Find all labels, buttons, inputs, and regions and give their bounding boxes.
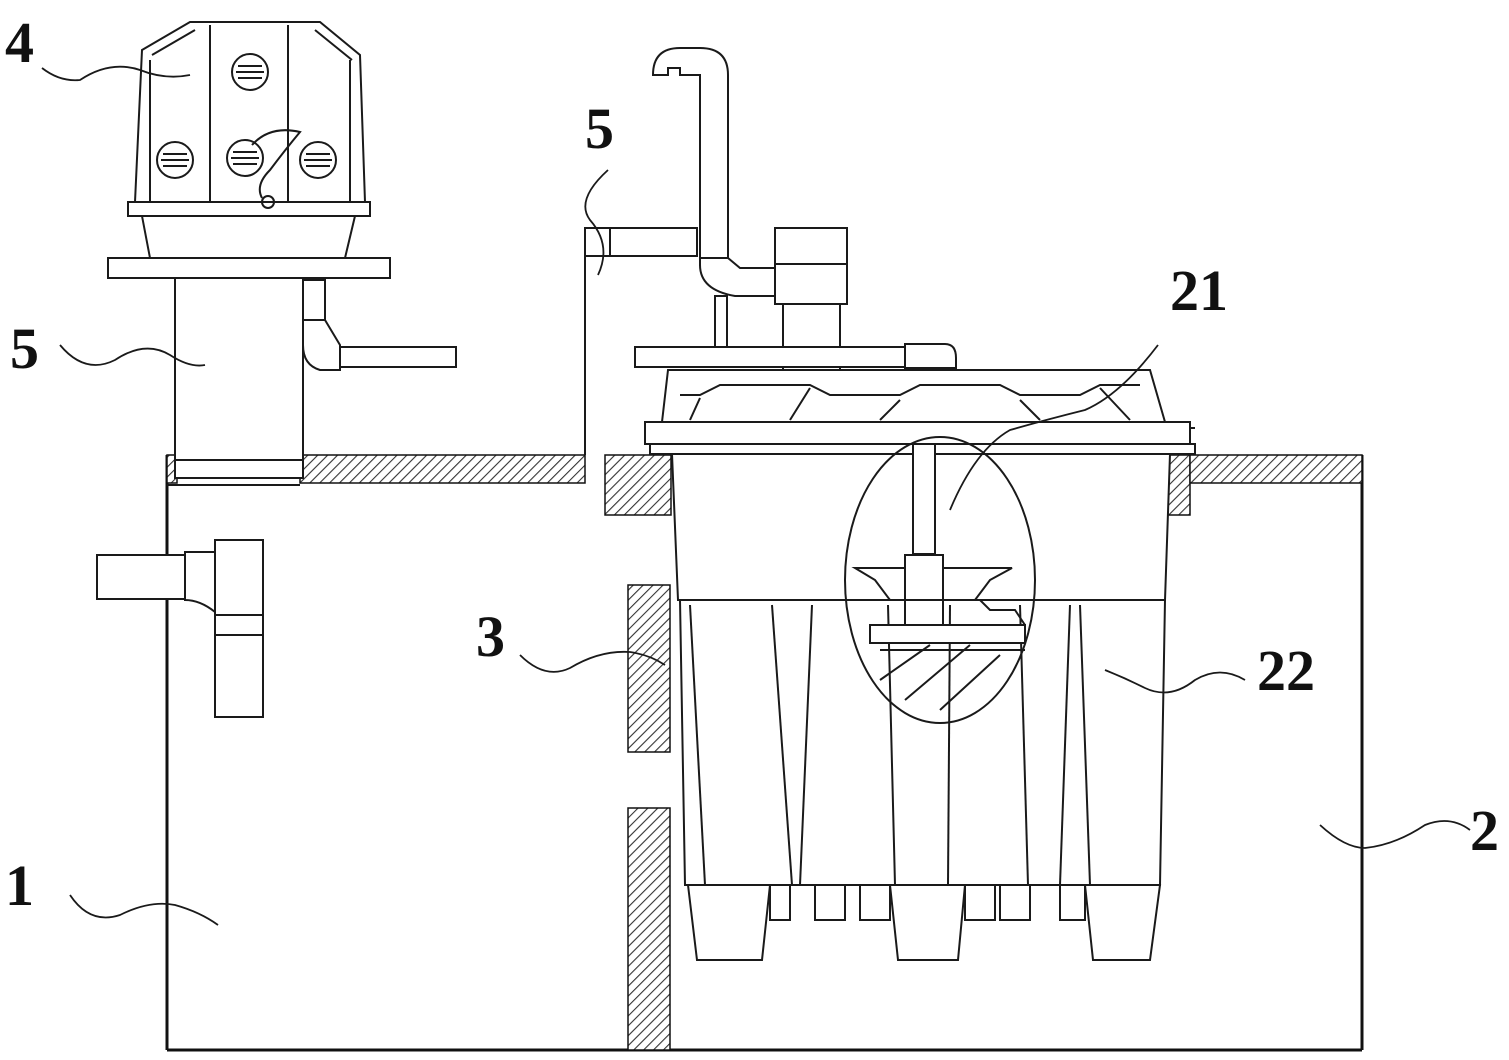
label-3-group: 3	[476, 604, 666, 673]
label-2-group: 2	[1319, 798, 1499, 863]
label-1-group: 1	[5, 853, 219, 926]
inlet-pipe	[96, 539, 264, 718]
label-right-riser: 5	[585, 96, 614, 161]
label-buffer-tank: 1	[5, 853, 34, 918]
label-module: 22	[1257, 638, 1315, 703]
label-22-group: 22	[1104, 638, 1315, 703]
label-treatment-tank: 2	[1470, 798, 1499, 863]
reactor	[644, 369, 1196, 961]
label-5-right-group: 5	[584, 96, 614, 276]
control-unit	[127, 21, 371, 259]
label-21-group: 21	[949, 258, 1228, 511]
left-riser	[107, 227, 457, 479]
label-partition: 3	[476, 604, 505, 669]
label-5-left-group: 5	[10, 316, 206, 381]
right-riser	[584, 47, 957, 455]
label-left-riser: 5	[10, 316, 39, 381]
label-4-group: 4	[5, 10, 191, 82]
label-stirrer: 21	[1170, 258, 1228, 323]
top-slab	[166, 454, 1363, 516]
label-control-unit: 4	[5, 10, 34, 75]
partition-wall	[627, 584, 671, 1051]
